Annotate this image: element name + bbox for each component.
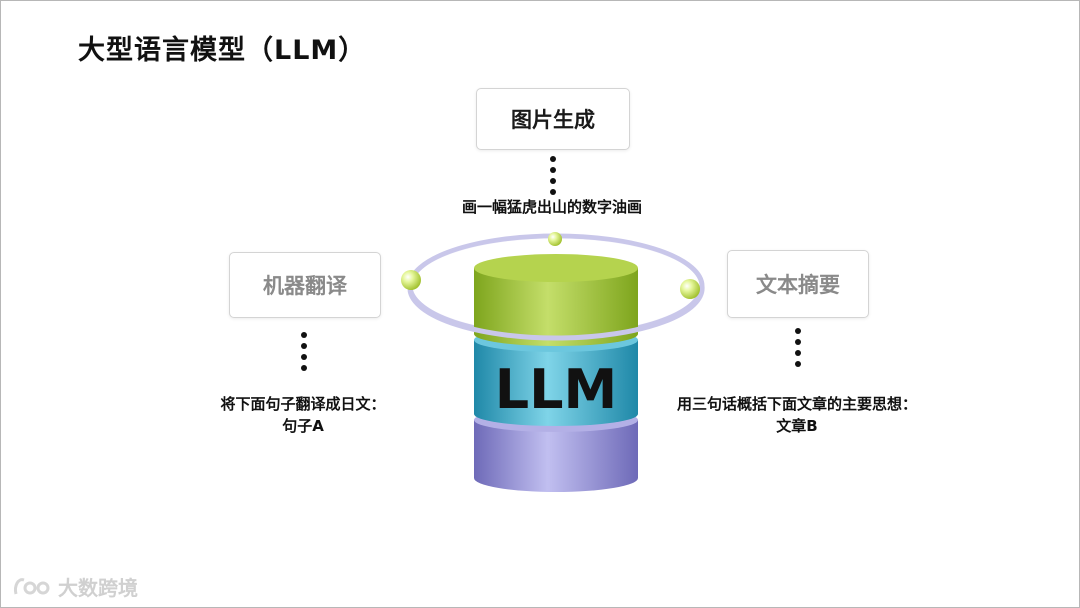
watermark-logo-icon — [12, 573, 52, 601]
cylinder-top-face — [474, 254, 638, 282]
orbit-ball-top — [548, 232, 562, 246]
orbit-ball-left — [401, 270, 421, 290]
llm-label: LLM — [495, 358, 618, 421]
orbit-ball-right — [680, 279, 700, 299]
watermark-text: 大数跨境 — [58, 572, 138, 601]
watermark: 大数跨境 — [12, 572, 138, 601]
